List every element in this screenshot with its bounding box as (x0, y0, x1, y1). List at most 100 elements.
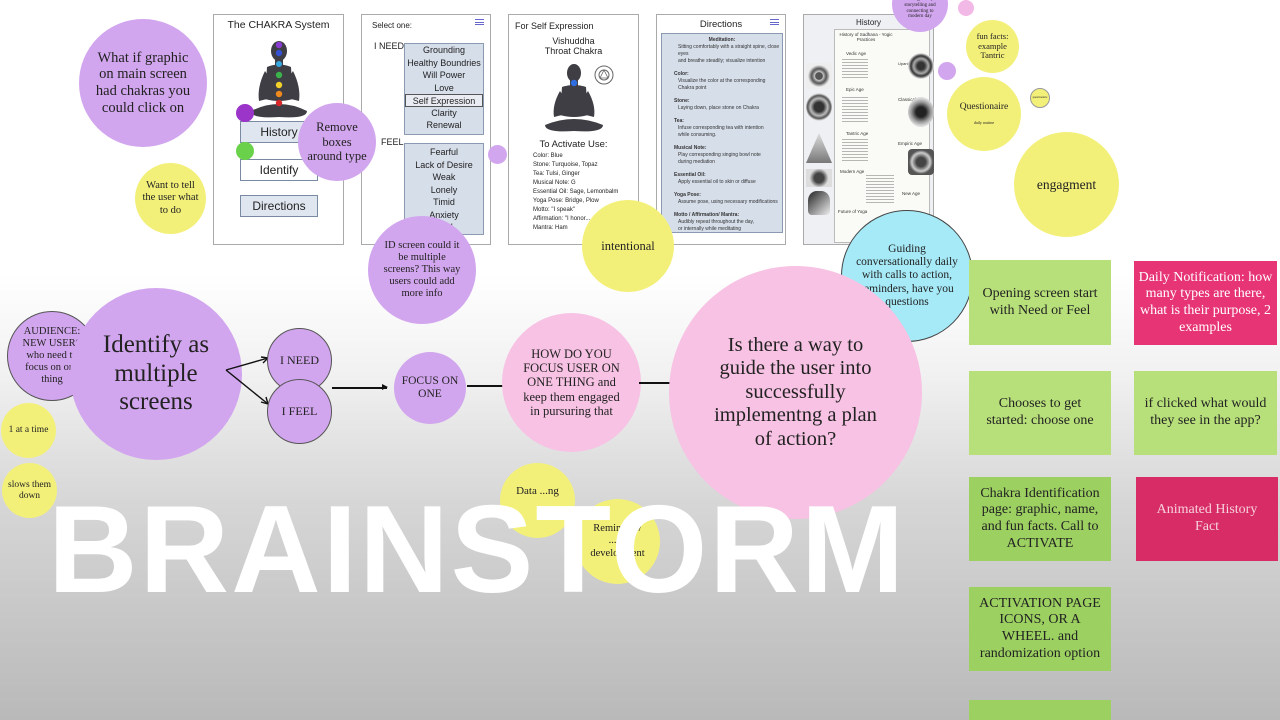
menu-icon[interactable] (770, 19, 779, 25)
list-item[interactable]: Weak (432, 172, 456, 182)
meditating-figure-icon (251, 41, 307, 118)
identify-button[interactable]: Identify (240, 159, 318, 181)
dir-line: Motto / Affirmation/ Mantra: (674, 212, 740, 218)
directions-button[interactable]: Directions (240, 195, 318, 217)
throat-chakra-symbol-icon (594, 65, 614, 85)
dir-line: Apply essential oil to skin or diffuse (678, 179, 756, 185)
age-text-block (842, 59, 868, 79)
age-text-block (866, 175, 894, 205)
chooses-sticky: Chooses to get started: choose one (969, 371, 1111, 455)
dir-line: Assume pose, using necessary modificatio… (678, 199, 778, 205)
slows-bubble: slows them down (2, 463, 57, 518)
list-item[interactable]: Grounding (422, 45, 466, 55)
self-expression-screen: For Self Expression Vishuddha Throat Cha… (508, 14, 639, 245)
use-item: Color: Blue (533, 153, 563, 159)
branch-arrows (225, 356, 269, 405)
history-subtitle: History of Sadhana - Yogic Practices (839, 32, 893, 42)
engagement-bubble: engagment (1014, 132, 1119, 237)
identify-multiple-bubble: Identify as multiple screens (70, 288, 242, 460)
dir-line: Musical Note: (674, 145, 707, 151)
use-item: Mantra: Ham (533, 225, 568, 231)
chakra-subtitle: Throat Chakra (544, 46, 603, 56)
dir-line: Chakra point (678, 85, 707, 91)
list-item-selected[interactable]: Self Expression (405, 94, 483, 107)
meditating-figure-icon (545, 64, 603, 132)
focus-one-bubble: FOCUS ON ONE (394, 352, 466, 424)
age-text-block (842, 97, 868, 123)
graphic-idea-bubble: What if graphic on main screen had chakr… (79, 19, 207, 147)
age-label: Classical Age (898, 97, 926, 102)
dir-line: Visualize the color at the corresponding (678, 78, 766, 84)
screen-title: History (856, 18, 881, 27)
pink-dot-bubble (958, 0, 974, 16)
dir-line: Color: (674, 71, 689, 77)
history-illustration-icon (806, 93, 832, 121)
history-illustration-icon (806, 169, 832, 187)
dir-line: Essential Oil: (674, 172, 706, 178)
dir-line: Audibly repeat throughout the day, (678, 219, 755, 225)
daily-routine-label: daily routine (973, 120, 995, 126)
one-time-bubble: 1 at a time (1, 403, 56, 458)
use-item: Stone: Turquoise, Topaz (533, 162, 598, 168)
list-item[interactable]: Healthy Boundries (407, 57, 481, 68)
history-illustration-icon (908, 149, 934, 175)
select-title: Select one: (372, 21, 413, 30)
list-item[interactable]: Renewal (426, 120, 462, 130)
age-label: Modern Age (840, 169, 865, 174)
dir-line: Play corresponding singing bowl note (678, 152, 761, 158)
screen-title: For Self Expression (515, 21, 594, 31)
purple-dot (236, 104, 254, 122)
questionaire-small-bubble: questionaire (1030, 88, 1050, 108)
dir-line: or internally while meditating (678, 226, 742, 232)
history-illustration-icon (806, 133, 832, 163)
fun-facts-bubble: fun facts: example Tantric (966, 20, 1019, 73)
list-item[interactable]: Timid (433, 197, 455, 207)
daily-notification-sticky: Daily Notification: how many types are t… (1134, 261, 1277, 345)
list-item[interactable]: Will Power (422, 70, 466, 80)
data-bubble: Data ...ng (500, 463, 575, 538)
how-focus-bubble: HOW DO YOU FOCUS USER ON ONE THING and k… (502, 313, 641, 452)
list-item[interactable]: Love (434, 82, 454, 93)
need-list: Grounding Healthy Boundries Will Power L… (404, 43, 484, 135)
use-item: Yoga Pose: Bridge, Plow (533, 198, 599, 204)
dir-line: Infuse corresponding tea with intention (678, 125, 764, 131)
if-clicked-sticky: if clicked what would they see in the ap… (1134, 371, 1277, 455)
age-label: Tantric Age (846, 131, 869, 136)
screen-title: The CHAKRA System (227, 19, 330, 31)
list-item[interactable]: Anxiety (429, 209, 459, 220)
opening-screen-sticky: Opening screen start with Need or Feel (969, 260, 1111, 345)
reminders-bubble: Reminders/ ...an development (575, 499, 660, 584)
use-item: Essential Oil: Sage, Lemonbalm (533, 189, 619, 195)
use-item: Affirmation: "I honor... (533, 216, 591, 222)
guide-plan-bubble: Is there a way to guide the user into su… (669, 266, 922, 519)
to-activate-heading: To Activate Use: (539, 139, 608, 150)
list-item[interactable]: Fearful (429, 147, 458, 157)
history-illustration-icon (908, 53, 934, 79)
dir-line: Tea: (674, 118, 684, 124)
age-text-block (842, 139, 868, 163)
small-purple-dot (488, 145, 507, 164)
age-label: Vedic Age (846, 51, 867, 56)
age-label: New Age (902, 191, 921, 196)
dir-line: and breathe steadily; visualize intentio… (678, 58, 766, 64)
history-screen: History History of Sadhana - Yogic Pract… (803, 14, 934, 245)
dir-line: Sitting comfortably with a straight spin… (678, 44, 780, 57)
intentional-bubble: intentional (582, 200, 674, 292)
list-item[interactable]: Clarity (431, 107, 457, 118)
green-dot (236, 142, 254, 160)
i-feel-bubble: I FEEL (267, 379, 332, 444)
use-item: Tea: Tulsi, Ginger (533, 171, 580, 177)
list-item[interactable]: Lonely (430, 184, 458, 195)
chakra-name: Vishuddha (552, 36, 595, 46)
directions-panel: Meditation: Sitting comfortably with a s… (661, 33, 783, 233)
age-label: Future of Yoga (838, 209, 868, 214)
want-tell-bubble: Want to tell the user what to do (135, 163, 206, 234)
dir-line: Yoga Pose: (674, 192, 701, 198)
select-screen: Select one: I NEED Grounding Healthy Bou… (361, 14, 491, 245)
age-label: Empiric Age (898, 141, 923, 146)
history-illustration-icon (808, 191, 830, 215)
purple-dot-bubble (938, 62, 956, 80)
list-item[interactable]: Lack of Desire (415, 159, 473, 170)
timeline-column-left: Vedic Age Epic Age Tantric Age Modern Ag… (836, 47, 896, 243)
menu-icon[interactable] (475, 19, 484, 25)
